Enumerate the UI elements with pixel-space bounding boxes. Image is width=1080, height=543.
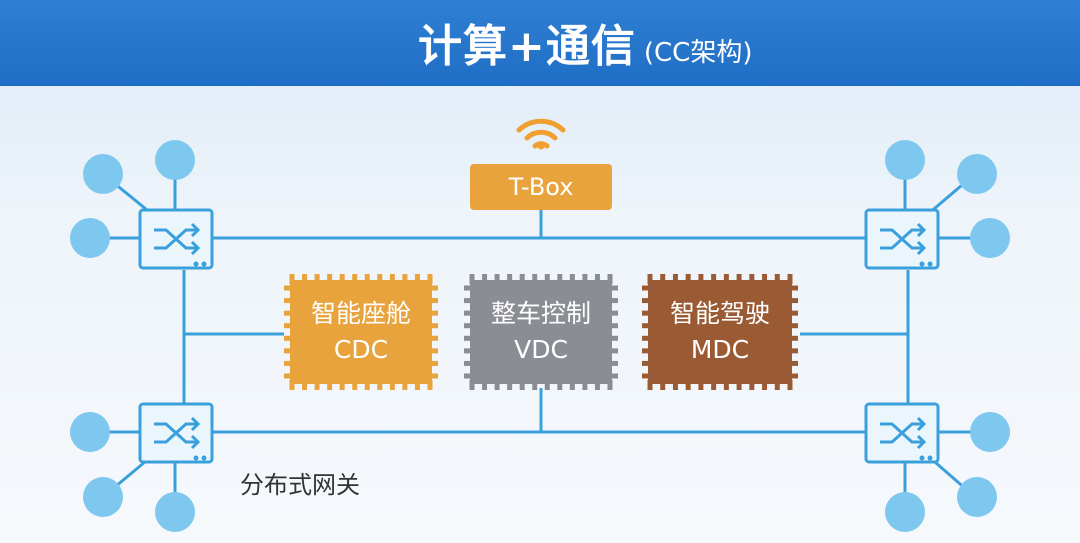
vdc-label: 整车控制 VDC (464, 296, 618, 368)
node-circle (83, 154, 123, 194)
peripheral-nodes (70, 140, 1010, 532)
node-circle (885, 140, 925, 180)
chip-cdc (284, 274, 438, 390)
switch-icon (138, 208, 214, 270)
tbox-label: T-Box (508, 173, 574, 201)
node-circle (83, 477, 123, 517)
gateway-switches (138, 208, 940, 464)
domain-code: CDC (333, 335, 389, 364)
wifi-icon (516, 118, 566, 150)
domain-name: 智能驾驶 (669, 299, 770, 328)
title-bar (0, 0, 1080, 86)
node-circle (155, 140, 195, 180)
chip-mdc (642, 274, 798, 390)
domain-name: 整车控制 (490, 299, 591, 328)
node-circle (970, 412, 1010, 452)
domain-name: 智能座舱 (310, 299, 411, 328)
node-circle (885, 492, 925, 532)
title-main: 计算+通信 (418, 21, 636, 72)
mdc-label: 智能驾驶 MDC (642, 296, 798, 368)
tbox-box (470, 164, 612, 210)
node-circle (957, 154, 997, 194)
title-sub: (CC架构) (643, 38, 753, 68)
node-circle (70, 218, 110, 258)
node-circle (970, 218, 1010, 258)
switch-icon (138, 402, 214, 464)
gateway-caption: 分布式网关 (240, 471, 360, 499)
cdc-label: 智能座舱 CDC (284, 296, 438, 368)
page-title: 计算+通信 (CC架构) (418, 10, 752, 76)
switch-icon (864, 208, 940, 270)
node-circle (70, 412, 110, 452)
domain-controllers (284, 274, 798, 390)
node-circle (155, 492, 195, 532)
domain-code: VDC (514, 335, 568, 364)
domain-code: MDC (690, 335, 750, 364)
node-circle (957, 477, 997, 517)
chip-vdc (464, 274, 618, 390)
switch-icon (864, 402, 940, 464)
